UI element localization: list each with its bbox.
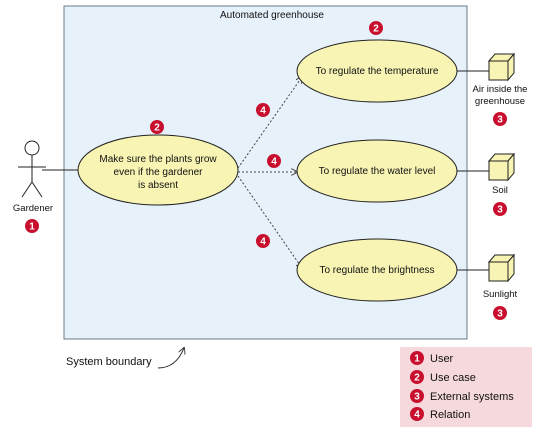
badge-main-use-case: 2 (150, 120, 164, 134)
external-system-air-line-1: Air inside the (473, 84, 528, 95)
relation-arrow-temperature (237, 77, 302, 169)
main-use-case-line-3: is absent (138, 180, 178, 191)
actor-head (24, 140, 40, 156)
svg-text:4: 4 (414, 410, 420, 421)
legend-item-external-systems: 3 External systems (410, 389, 514, 403)
external-system-sunlight-label: Sunlight (483, 289, 518, 300)
svg-text:1: 1 (29, 222, 35, 233)
actor-name: Gardener (13, 203, 53, 214)
svg-text:3: 3 (497, 309, 503, 320)
svg-text:4: 4 (260, 237, 266, 248)
svg-text:2: 2 (373, 24, 379, 35)
legend-label-external-systems: External systems (430, 391, 514, 403)
legend-item-relation: 4 Relation (410, 407, 470, 421)
external-system-air-line-2: greenhouse (475, 96, 525, 107)
use-case-water-level-label: To regulate the water level (319, 166, 436, 177)
main-use-case (77, 134, 239, 206)
badge-external-sunlight: 3 (493, 306, 507, 320)
external-system-soil-label: Soil (492, 185, 508, 196)
badge-use-case: 2 (369, 21, 383, 35)
legend-item-user: 1 User (410, 351, 454, 365)
svg-text:4: 4 (260, 106, 266, 117)
main-use-case-line-2: even if the gardener (114, 167, 204, 178)
svg-text:4: 4 (271, 157, 277, 168)
main-use-case-line-1: Make sure the plants grow (99, 154, 217, 165)
svg-text:2: 2 (414, 373, 420, 384)
external-system-soil-icon (487, 152, 516, 182)
badge-external-air: 3 (493, 112, 507, 126)
use-case-temperature-label: To regulate the temperature (316, 66, 439, 77)
badge-relation-water: 4 (267, 154, 281, 168)
badge-external-soil: 3 (493, 202, 507, 216)
system-boundary-pointer (157, 348, 184, 369)
actor-gardener (18, 140, 46, 198)
legend-label-relation: Relation (430, 409, 470, 421)
external-system-sunlight-icon (487, 253, 516, 283)
use-case-brightness-label: To regulate the brightness (319, 265, 434, 276)
badge-relation-brightness: 4 (256, 234, 270, 248)
svg-text:3: 3 (497, 205, 503, 216)
badge-relation-temperature: 4 (256, 103, 270, 117)
svg-text:3: 3 (414, 392, 420, 403)
system-title: Automated greenhouse (220, 10, 324, 21)
svg-text:3: 3 (497, 115, 503, 126)
legend-label-user: User (430, 353, 454, 365)
legend-label-use-case: Use case (430, 372, 476, 384)
relation-arrow-brightness (237, 175, 302, 268)
external-system-air-icon (487, 52, 516, 82)
svg-text:1: 1 (414, 354, 420, 365)
badge-user: 1 (25, 219, 39, 233)
system-boundary-label: System boundary (66, 356, 152, 368)
legend-item-use-case: 2 Use case (410, 370, 476, 384)
svg-text:2: 2 (154, 123, 160, 134)
